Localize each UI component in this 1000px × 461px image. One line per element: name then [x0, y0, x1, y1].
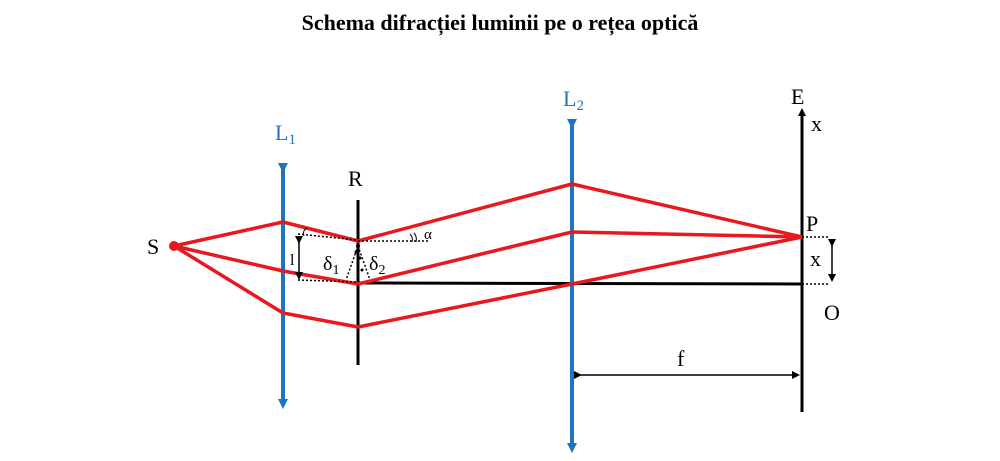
label-screen: E [791, 84, 804, 109]
label-delta-1: δ1 [323, 253, 339, 278]
label-origin: O [824, 300, 840, 325]
ray-middle [173, 230, 803, 286]
ray-bottom [173, 235, 803, 329]
angle-arc-left [302, 227, 308, 237]
label-lens-2: L2 [563, 86, 584, 114]
source-point [169, 241, 179, 251]
label-offset-x: x [810, 246, 821, 271]
path-dots [354, 244, 364, 272]
label-screen-axis: x [811, 111, 822, 136]
label-grating: R [348, 166, 363, 191]
angle-arc-alpha-2 [413, 232, 417, 243]
construction-lines [297, 233, 828, 285]
label-angle: α [424, 227, 432, 243]
diagram-title: Schema difracției luminii pe o rețea opt… [301, 10, 699, 35]
label-lens-1: L1 [275, 120, 296, 148]
label-focal: f [677, 346, 685, 371]
light-rays [173, 182, 803, 329]
label-point-p: P [806, 211, 818, 236]
angle-arc-alpha [409, 233, 413, 243]
label-spacing: l [290, 252, 295, 269]
label-source: S [147, 234, 159, 259]
label-delta-2: δ2 [369, 253, 385, 278]
